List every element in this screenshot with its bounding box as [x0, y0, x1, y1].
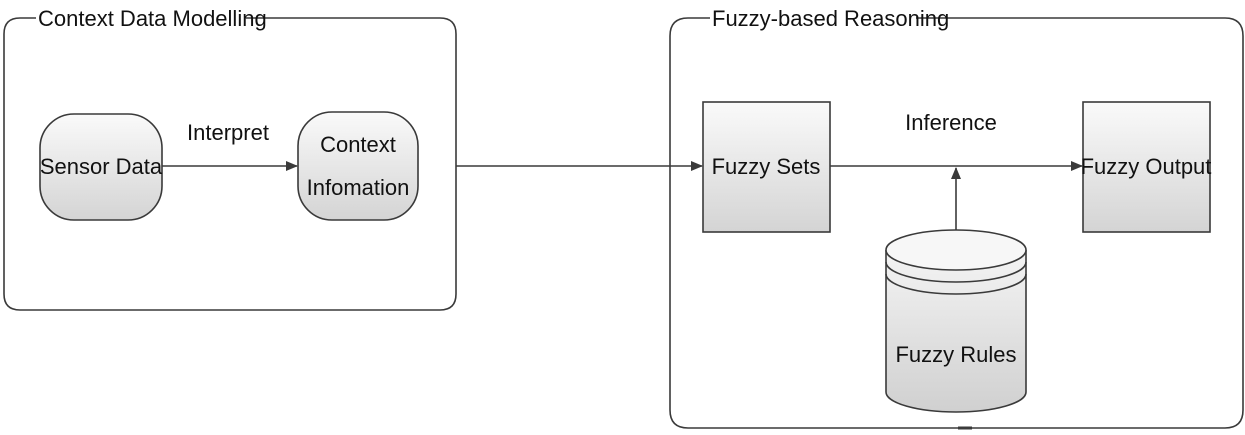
node-shape: [297, 111, 419, 221]
edge-inference: Inference: [830, 110, 1083, 171]
node-fuzzy-output: Fuzzy Output: [1081, 101, 1212, 233]
node-shape: [39, 113, 163, 221]
group-title: Context Data Modelling: [38, 6, 267, 31]
node-shape: [1082, 101, 1211, 233]
node-label-line1: Context: [320, 132, 396, 157]
node-context-information: Context Infomation: [297, 111, 419, 221]
node-label-line2: Infomation: [307, 175, 410, 200]
group-fuzzy-based-reasoning: Fuzzy-based Reasoning: [669, 6, 1244, 429]
cylinder-top: [885, 229, 1027, 271]
cylinder-band: [885, 261, 1027, 283]
node-fuzzy-sets: Fuzzy Sets: [702, 101, 831, 233]
node-label: Sensor Data: [40, 154, 163, 179]
edge-label: Interpret: [187, 120, 269, 145]
group-context-data-modelling: Context Data Modelling: [3, 6, 457, 311]
database-cylinder-icon: [885, 250, 1027, 413]
node-shape: [702, 101, 831, 233]
group-title: Fuzzy-based Reasoning: [712, 6, 949, 31]
group-frame: [669, 17, 1244, 429]
node-sensor-data: Sensor Data: [39, 113, 163, 221]
edge-label: Inference: [905, 110, 997, 135]
cylinder-band: [885, 273, 1027, 295]
node-fuzzy-rules: Fuzzy Rules: [885, 229, 1027, 413]
node-label: Fuzzy Output: [1081, 154, 1212, 179]
node-label: Fuzzy Sets: [712, 154, 821, 179]
group-frame: [3, 17, 457, 311]
node-label: Fuzzy Rules: [895, 342, 1016, 367]
edge-interpret: Interpret: [162, 120, 298, 171]
